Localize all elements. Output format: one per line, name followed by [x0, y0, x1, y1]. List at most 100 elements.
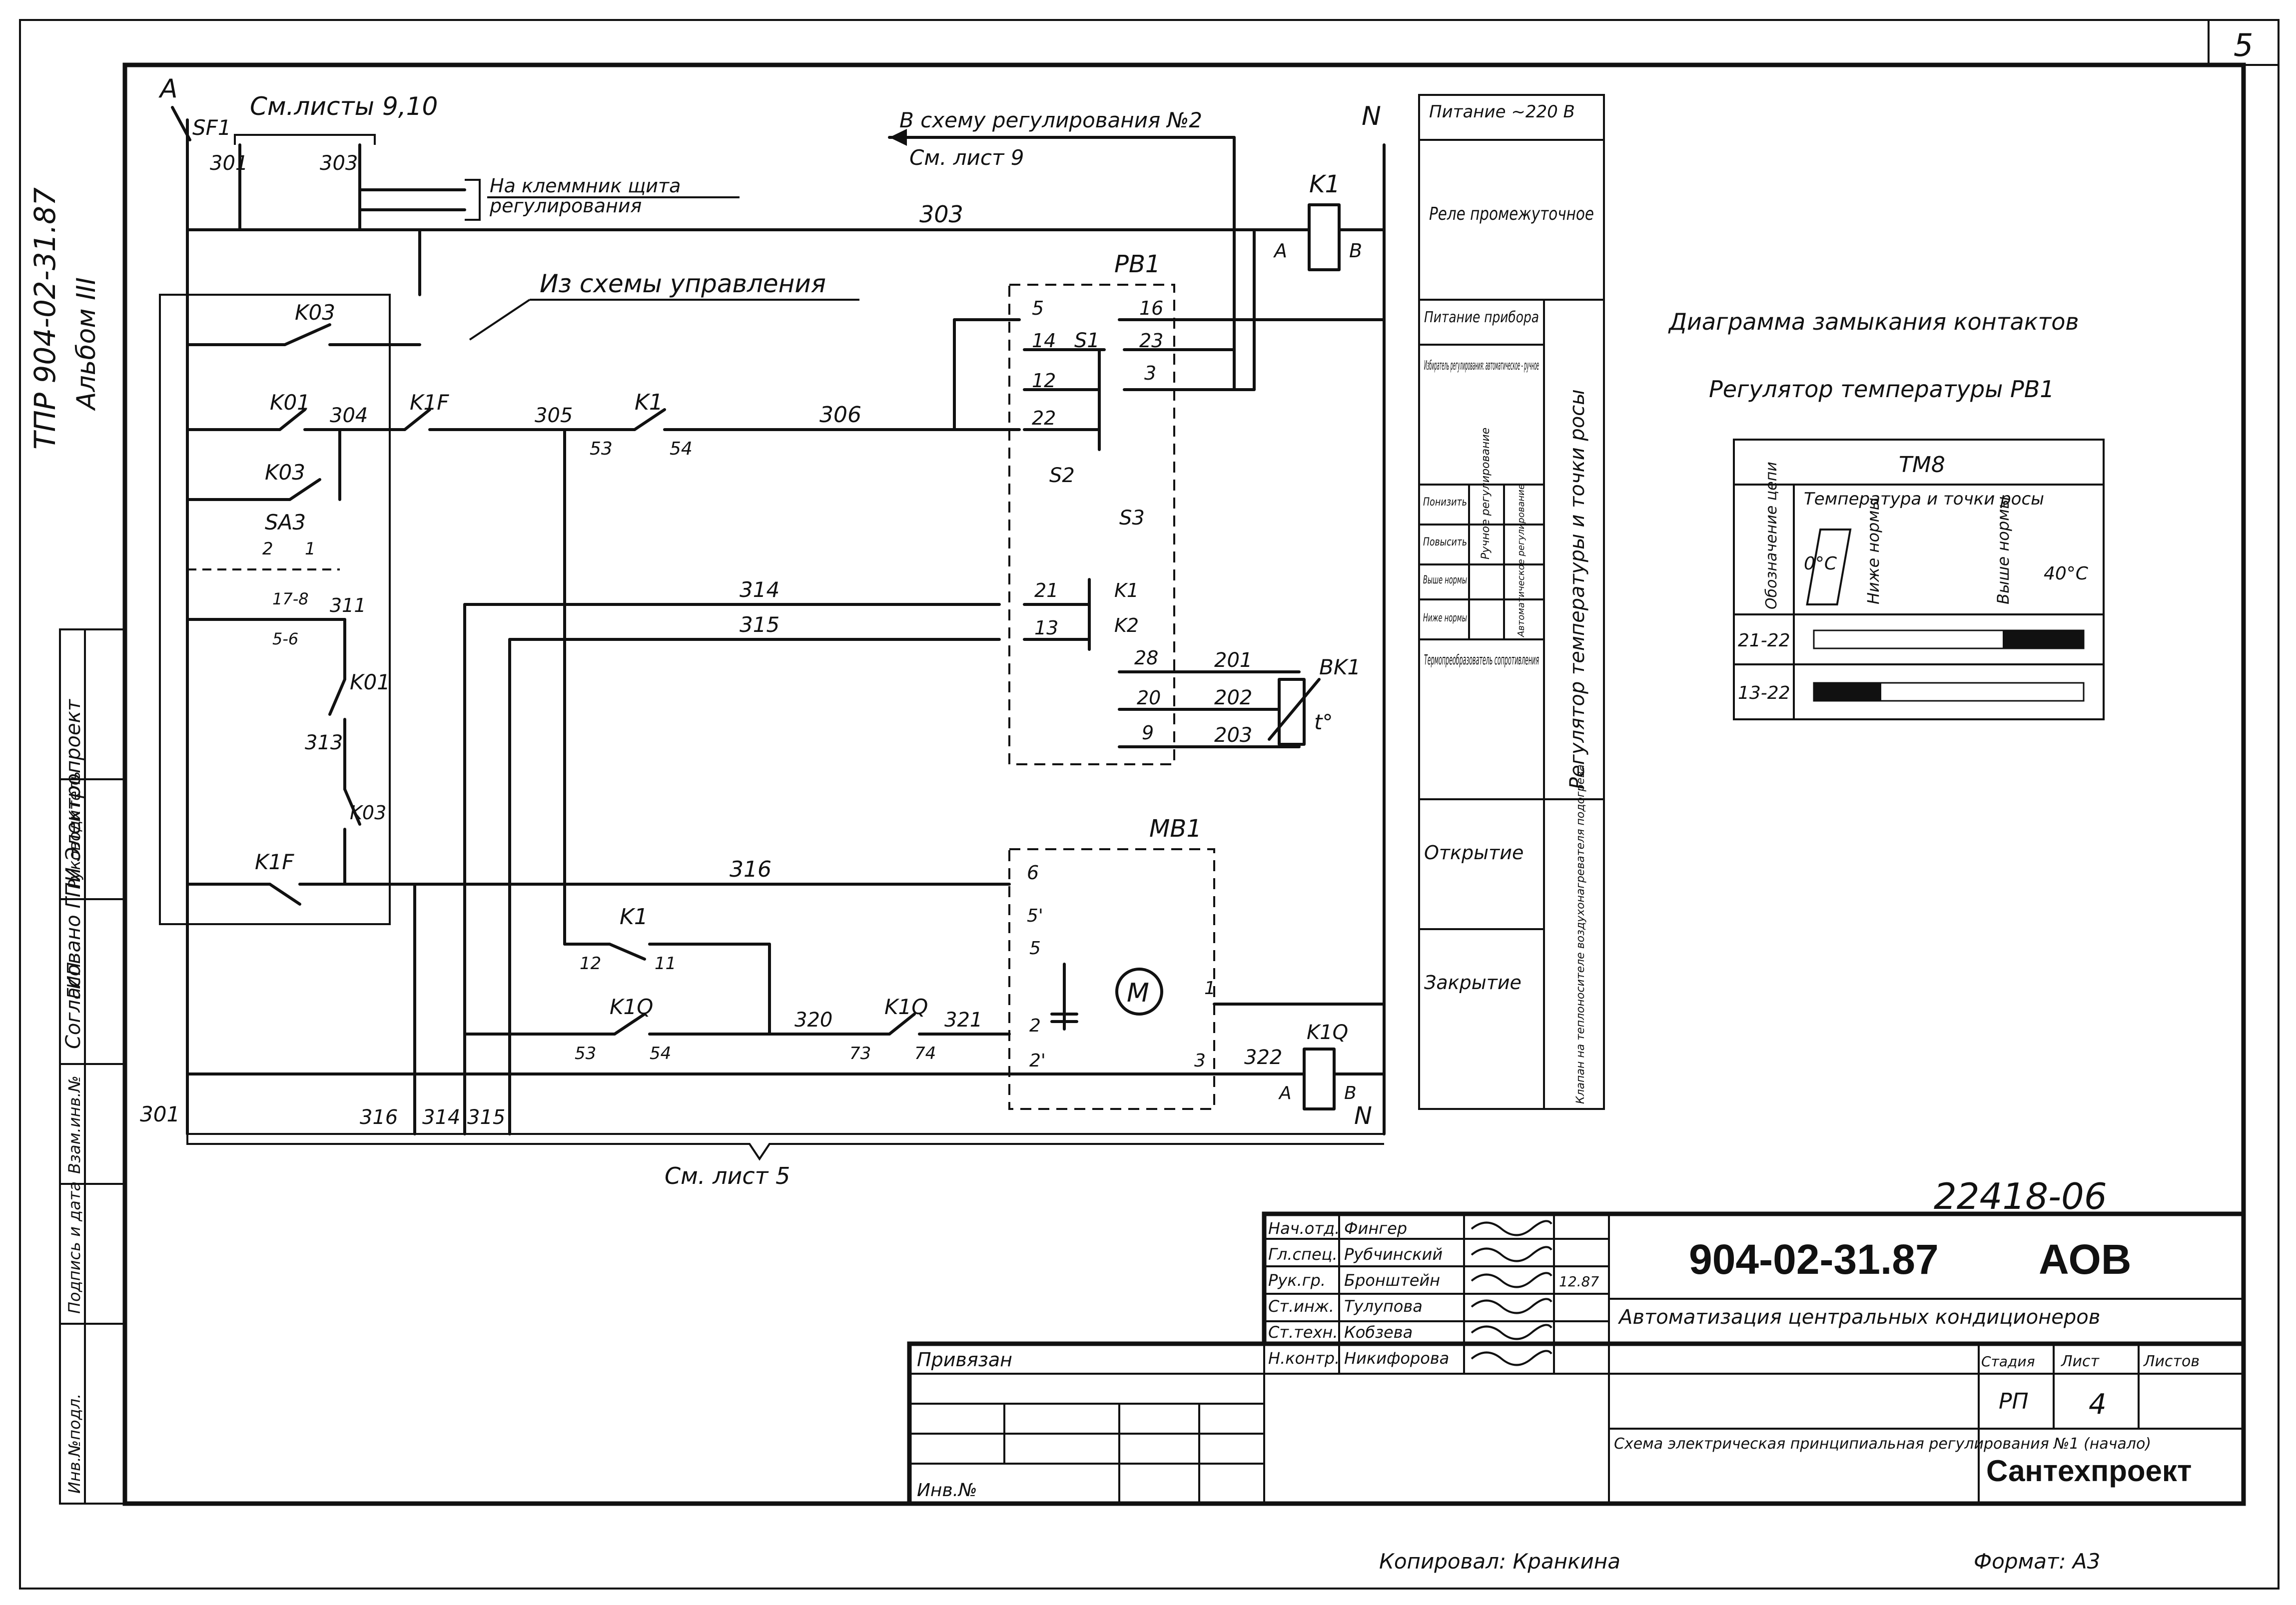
sheet-number-box — [2208, 19, 2280, 66]
wire-203: 203 — [1214, 724, 1252, 747]
tb-project-title: Автоматизация центральных кондиционеров — [1617, 1306, 2100, 1329]
k1q-53: 53 — [575, 1044, 596, 1064]
wire-313: 313 — [305, 731, 343, 754]
pb1-k2: K2 — [1114, 614, 1139, 636]
pb1-t5: 5 — [1032, 297, 1044, 319]
pb1-k1: K1 — [1114, 579, 1139, 601]
cd-below: Ниже нормы — [1864, 498, 1883, 604]
wire-303-top: 303 — [320, 152, 358, 175]
pb1-s2: S2 — [1049, 464, 1075, 487]
staff-name: Кобзева — [1344, 1323, 1413, 1342]
pb1-t3: 3 — [1144, 362, 1156, 384]
wire-301-top: 301 — [210, 152, 248, 175]
staff-role: Ст.техн. — [1268, 1323, 1338, 1342]
mb1-t3: 3 — [1194, 1051, 1206, 1071]
approval-strip: Согласовано ГПИ Электропроект ГИП Руково… — [59, 628, 126, 1505]
sa3-17-8: 17-8 — [272, 589, 309, 608]
see-sheet-5: См. лист 5 — [665, 1162, 790, 1189]
bk1-t-sign: t° — [1314, 710, 1333, 734]
staff-signature — [1471, 1350, 1552, 1366]
head-text: Руководитель — [65, 771, 84, 889]
sheet-number: 5 — [2234, 27, 2253, 63]
wire-320: 320 — [794, 1009, 832, 1032]
k1q2-label: K1Q — [884, 995, 928, 1019]
staff-signature — [1471, 1324, 1552, 1340]
inv-podl-text: Инв.№подл. — [65, 1394, 84, 1494]
staff-name: Рубчинский — [1344, 1245, 1443, 1264]
wire-201: 201 — [1214, 649, 1252, 672]
wire-306: 306 — [819, 402, 861, 428]
cd-norm-band — [1806, 529, 1852, 605]
bottom-315: 315 — [467, 1106, 505, 1129]
staff-signature — [1471, 1298, 1552, 1314]
wire-304: 304 — [330, 404, 368, 427]
pb1-title: PB1 — [1114, 250, 1160, 278]
staff-role: Нач.отд. — [1268, 1219, 1340, 1238]
wire-321: 321 — [944, 1009, 982, 1032]
cd-row-circuit: 13-22 — [1738, 683, 1790, 703]
see-sheet-9: См. лист 9 — [909, 145, 1024, 170]
cd-row-closed-bar — [1814, 683, 1881, 701]
side-album: Альбом III — [71, 277, 101, 411]
k1c-53: 53 — [590, 439, 613, 459]
k1q2-74: 74 — [914, 1044, 936, 1064]
pb1-t12: 12 — [1032, 370, 1056, 392]
mb1-t1: 1 — [1204, 978, 1216, 999]
schematic: A SF1 См.листы 9,10 301 303 На клеммник … — [140, 74, 1386, 1189]
staff-role: Н.контр. — [1268, 1349, 1340, 1368]
mb1-box — [1008, 848, 1215, 1110]
tb-date: 12.87 — [1559, 1273, 1599, 1290]
cd-t0: 0°C — [1804, 553, 1837, 574]
k1q2-73: 73 — [849, 1044, 871, 1064]
pb1-t14: 14 — [1032, 330, 1056, 352]
tb-drawing-title: Схема электрическая принципиальная регул… — [1614, 1435, 2151, 1453]
pb1-t13: 13 — [1034, 617, 1058, 639]
cd-col-circuit: Обозначение цепи — [1763, 462, 1780, 609]
k03-label-top: K03 — [295, 300, 335, 325]
staff-role: Ст.инж. — [1268, 1297, 1334, 1316]
leg-above: Выше нормы — [1423, 574, 1467, 586]
leg-device-power: Питание прибора — [1424, 309, 1539, 326]
leg-power: Питание ~220 В — [1429, 102, 1575, 122]
sa3-5-6: 5-6 — [272, 629, 298, 648]
sheet-format: Формат: А3 — [1974, 1549, 2100, 1574]
bottom-301: 301 — [140, 1102, 180, 1126]
wire-303: 303 — [919, 201, 963, 228]
mb1-title: MB1 — [1149, 815, 1202, 843]
wire-315: 315 — [740, 612, 779, 637]
leg-decrease: Понизить — [1423, 496, 1467, 509]
side-code: ТПР 904-02-31.87 — [28, 187, 62, 450]
sa3-2: 2 — [262, 539, 273, 559]
wire-322: 322 — [1244, 1046, 1282, 1069]
tb-sheet: 4 — [2089, 1388, 2107, 1421]
staff-signature — [1471, 1246, 1552, 1262]
legend-regulator: Регулятор температуры и точки росы — [1566, 389, 1589, 789]
bk1-label: BK1 — [1319, 655, 1361, 679]
pb1-t16: 16 — [1139, 297, 1163, 319]
wire-314: 314 — [740, 577, 779, 602]
gip-text: ГИП — [64, 962, 84, 999]
tb-designation: 904-02-31.87 — [1689, 1236, 1939, 1283]
leg-thermo: Термопреобразователь сопротивления — [1424, 651, 1539, 668]
tb-organization: Сантехпроект — [1986, 1454, 2192, 1488]
legend-valve: Клапан на теплоносителе воздухонагревате… — [1574, 764, 1587, 1104]
mb1-t2p: 2' — [1029, 1051, 1046, 1071]
vzam-text: Взам.инв.№ — [65, 1075, 84, 1174]
wire-305: 305 — [535, 404, 573, 427]
k1f-label-bottom: K1F — [255, 850, 294, 874]
schematic-boundary — [159, 294, 391, 925]
phase-label: A — [158, 74, 178, 104]
k01-label-mid: K01 — [350, 670, 390, 694]
tb-bound: Привязан — [917, 1349, 1012, 1371]
agreed-text: Согласовано ГПИ Электропроект — [62, 698, 85, 1049]
leg-selector: Избиратель регулирования: автоматическое… — [1424, 358, 1539, 373]
k1q-coil-a: A — [1278, 1083, 1292, 1103]
sa3-label: SA3 — [265, 510, 306, 535]
neutral-label-bottom: N — [1354, 1102, 1372, 1130]
staff-name: Бронштейн — [1344, 1271, 1440, 1290]
cd-col-param: Температура и точки росы — [1804, 489, 2044, 509]
tb-mark: АОВ — [2039, 1236, 2132, 1283]
pb1-t22: 22 — [1032, 407, 1056, 429]
leg-relay: Реле промежуточное — [1429, 204, 1594, 224]
